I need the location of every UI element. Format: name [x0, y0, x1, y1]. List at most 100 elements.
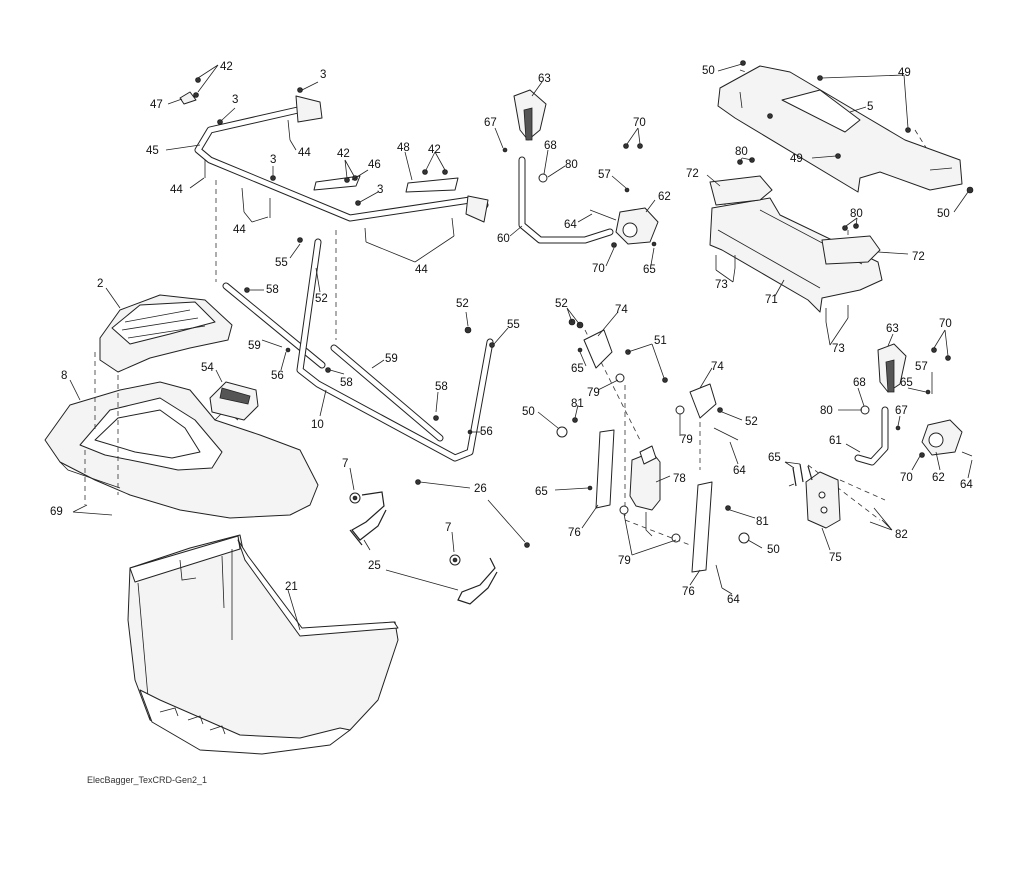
callout-59: 59 — [248, 340, 261, 352]
callout-74: 74 — [711, 361, 724, 373]
callout-71: 71 — [765, 294, 778, 306]
callout-46: 46 — [368, 159, 381, 171]
callout-52: 52 — [315, 293, 328, 305]
callout-73: 73 — [832, 343, 845, 355]
callout-3: 3 — [320, 69, 326, 81]
callout-73: 73 — [715, 279, 728, 291]
callout-64: 64 — [733, 465, 746, 477]
callout-25: 25 — [368, 560, 381, 572]
callout-26: 26 — [474, 483, 487, 495]
callout-50: 50 — [522, 406, 535, 418]
callout-44: 44 — [298, 147, 311, 159]
callout-59: 59 — [385, 353, 398, 365]
callout-65: 65 — [643, 264, 656, 276]
callout-81: 81 — [756, 516, 769, 528]
callout-65: 65 — [768, 452, 781, 464]
callout-7: 7 — [445, 522, 451, 534]
callout-63: 63 — [886, 323, 899, 335]
side-plates — [583, 329, 717, 573]
callout-42: 42 — [337, 148, 350, 160]
handle — [209, 381, 259, 421]
callout-5: 5 — [867, 101, 873, 113]
callout-80: 80 — [735, 146, 748, 158]
callout-3: 3 — [232, 94, 238, 106]
callout-62: 62 — [932, 472, 945, 484]
callout-70: 70 — [633, 117, 646, 129]
cross-frame — [709, 175, 883, 313]
callout-67: 67 — [484, 117, 497, 129]
callout-10: 10 — [311, 419, 324, 431]
callout-21: 21 — [285, 581, 298, 593]
leader-lines — [69, 63, 973, 631]
callout-72: 72 — [686, 168, 699, 180]
chute-cover — [44, 381, 319, 519]
callout-63: 63 — [538, 73, 551, 85]
callout-54: 54 — [201, 362, 214, 374]
callout-50: 50 — [767, 544, 780, 556]
callout-72: 72 — [912, 251, 925, 263]
callout-80: 80 — [820, 405, 833, 417]
collector-bag — [127, 534, 399, 755]
callout-56: 56 — [271, 370, 284, 382]
actuator — [629, 445, 661, 537]
lift-arm-right — [854, 343, 963, 466]
callout-81: 81 — [571, 398, 584, 410]
callout-49: 49 — [898, 67, 911, 79]
drawing-caption: ElecBagger_TexCRD-Gen2_1 — [87, 775, 207, 785]
callout-58: 58 — [266, 284, 279, 296]
callout-65: 65 — [571, 363, 584, 375]
callout-52: 52 — [456, 298, 469, 310]
lift-arm-left — [513, 89, 659, 245]
callout-57: 57 — [598, 169, 611, 181]
callout-76: 76 — [568, 527, 581, 539]
callout-47: 47 — [150, 99, 163, 111]
callout-67: 67 — [895, 405, 908, 417]
callout-50: 50 — [937, 208, 950, 220]
callout-80: 80 — [565, 159, 578, 171]
callout-44: 44 — [170, 184, 183, 196]
callout-45: 45 — [146, 145, 159, 157]
callout-61: 61 — [829, 435, 842, 447]
callout-70: 70 — [592, 263, 605, 275]
callout-79: 79 — [618, 555, 631, 567]
callout-82: 82 — [895, 529, 908, 541]
callout-74: 74 — [615, 304, 628, 316]
upper-frame — [194, 95, 489, 223]
callout-78: 78 — [673, 473, 686, 485]
callout-3: 3 — [377, 184, 383, 196]
callout-76: 76 — [682, 586, 695, 598]
callout-7: 7 — [342, 458, 348, 470]
callout-60: 60 — [497, 233, 510, 245]
callout-49: 49 — [790, 153, 803, 165]
callout-69: 69 — [50, 506, 63, 518]
callout-64: 64 — [564, 219, 577, 231]
callout-44: 44 — [233, 224, 246, 236]
callout-75: 75 — [829, 552, 842, 564]
tube-assembly — [222, 238, 494, 462]
callout-48: 48 — [397, 142, 410, 154]
callout-79: 79 — [680, 434, 693, 446]
callout-2: 2 — [97, 278, 103, 290]
callout-44: 44 — [415, 264, 428, 276]
top-cover — [99, 294, 233, 373]
callout-65: 65 — [900, 377, 913, 389]
bracket-75 — [805, 471, 841, 529]
callout-58: 58 — [435, 381, 448, 393]
callout-64: 64 — [727, 594, 740, 606]
callout-68: 68 — [544, 140, 557, 152]
callout-55: 55 — [275, 257, 288, 269]
callout-3: 3 — [270, 154, 276, 166]
callout-55: 55 — [507, 319, 520, 331]
callout-42: 42 — [220, 61, 233, 73]
callout-8: 8 — [61, 370, 67, 382]
mount-bracket — [717, 65, 963, 193]
callout-labels: 42 3 47 3 45 44 3 44 44 42 46 48 42 3 44… — [50, 61, 973, 606]
callout-50: 50 — [702, 65, 715, 77]
callout-80: 80 — [850, 208, 863, 220]
callout-58: 58 — [340, 377, 353, 389]
callout-52: 52 — [555, 298, 568, 310]
callout-64: 64 — [960, 479, 973, 491]
callout-57: 57 — [915, 361, 928, 373]
spring-clips — [349, 491, 498, 605]
